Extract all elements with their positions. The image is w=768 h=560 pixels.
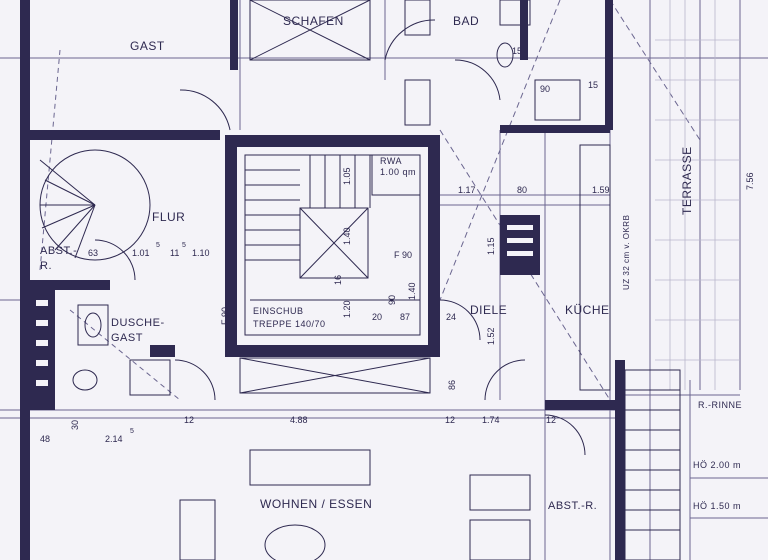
- dim-86: 86: [447, 379, 457, 390]
- dim-12-b: 12: [445, 415, 456, 425]
- dim-30: 30: [70, 419, 80, 430]
- dim-5-b: 5: [182, 242, 186, 249]
- dim-1-59: 1.59: [592, 185, 610, 195]
- room-label-abst-r-left: ABST.-: [40, 245, 78, 257]
- dim-5-c: 5: [130, 428, 134, 435]
- label-r-rinne: R.-RINNE: [698, 400, 742, 410]
- room-label-kueche: KÜCHE: [565, 303, 610, 317]
- label-rwa: RWA: [380, 156, 403, 166]
- room-label-bad: BAD: [453, 14, 480, 28]
- dim-90-a: 90: [540, 84, 551, 94]
- dim-16: 16: [333, 274, 343, 285]
- dim-1-20: 1.20: [342, 300, 352, 318]
- room-label-diele: DIELE: [470, 303, 508, 317]
- label-einschub: EINSCHUB: [253, 306, 304, 316]
- dim-1-10: 1.10: [192, 248, 210, 258]
- label-hoe-150: HÖ 1.50 m: [693, 501, 742, 511]
- dim-1-15: 1.15: [486, 237, 496, 255]
- room-label-wohnen-essen: WOHNEN / ESSEN: [260, 497, 373, 511]
- dim-7-56: 7.56: [745, 172, 755, 190]
- room-label-dusche: DUSCHE-: [111, 317, 165, 329]
- dim-4-88: 4.88: [290, 415, 308, 425]
- dim-2-14: 2.14: [105, 434, 123, 444]
- room-label-schafen: SCHAFEN: [283, 14, 344, 28]
- dim-80: 80: [517, 185, 528, 195]
- dim-15-b: 15: [588, 80, 599, 90]
- room-label-dusche-gast: GAST: [111, 332, 143, 344]
- label-rwa-size: 1.00 qm: [380, 167, 417, 177]
- dim-48: 48: [40, 434, 51, 444]
- dim-11: 11: [170, 248, 180, 258]
- room-label-terrasse: TERRASSE: [680, 146, 694, 215]
- room-label-abst-r-right: ABST.-R.: [548, 500, 598, 512]
- dim-1-52: 1.52: [486, 327, 496, 345]
- dim-63: 63: [88, 248, 99, 258]
- dim-20: 20: [372, 312, 383, 322]
- dim-1-05: 1.05: [342, 167, 352, 185]
- dim-1-74: 1.74: [482, 415, 500, 425]
- dim-1-17: 1.17: [458, 185, 476, 195]
- dim-15-a: 15: [512, 46, 523, 56]
- dim-87: 87: [400, 312, 411, 322]
- label-hoe-200: HÖ 2.00 m: [693, 460, 742, 470]
- room-label-flur: FLUR: [152, 210, 186, 224]
- dim-12-c: 12: [546, 415, 557, 425]
- dim-1-01: 1.01: [132, 248, 150, 258]
- dim-f90-b: F 90: [220, 306, 230, 325]
- label-einschub-treppe: TREPPE 140/70: [253, 319, 326, 329]
- dim-90-b: 90: [387, 294, 397, 305]
- label-uz: UZ 32 cm v. OKRB: [622, 214, 631, 290]
- room-label-gast: GAST: [130, 39, 165, 53]
- dim-12-a: 12: [184, 415, 195, 425]
- room-label-abst-r-left-2: R.: [40, 260, 52, 272]
- dim-f90-a: F 90: [394, 250, 413, 260]
- dim-5-a: 5: [156, 242, 160, 249]
- dim-24: 24: [446, 312, 457, 322]
- dim-1-40-b: 1.40: [407, 282, 417, 300]
- dim-1-40: 1.40: [342, 227, 352, 245]
